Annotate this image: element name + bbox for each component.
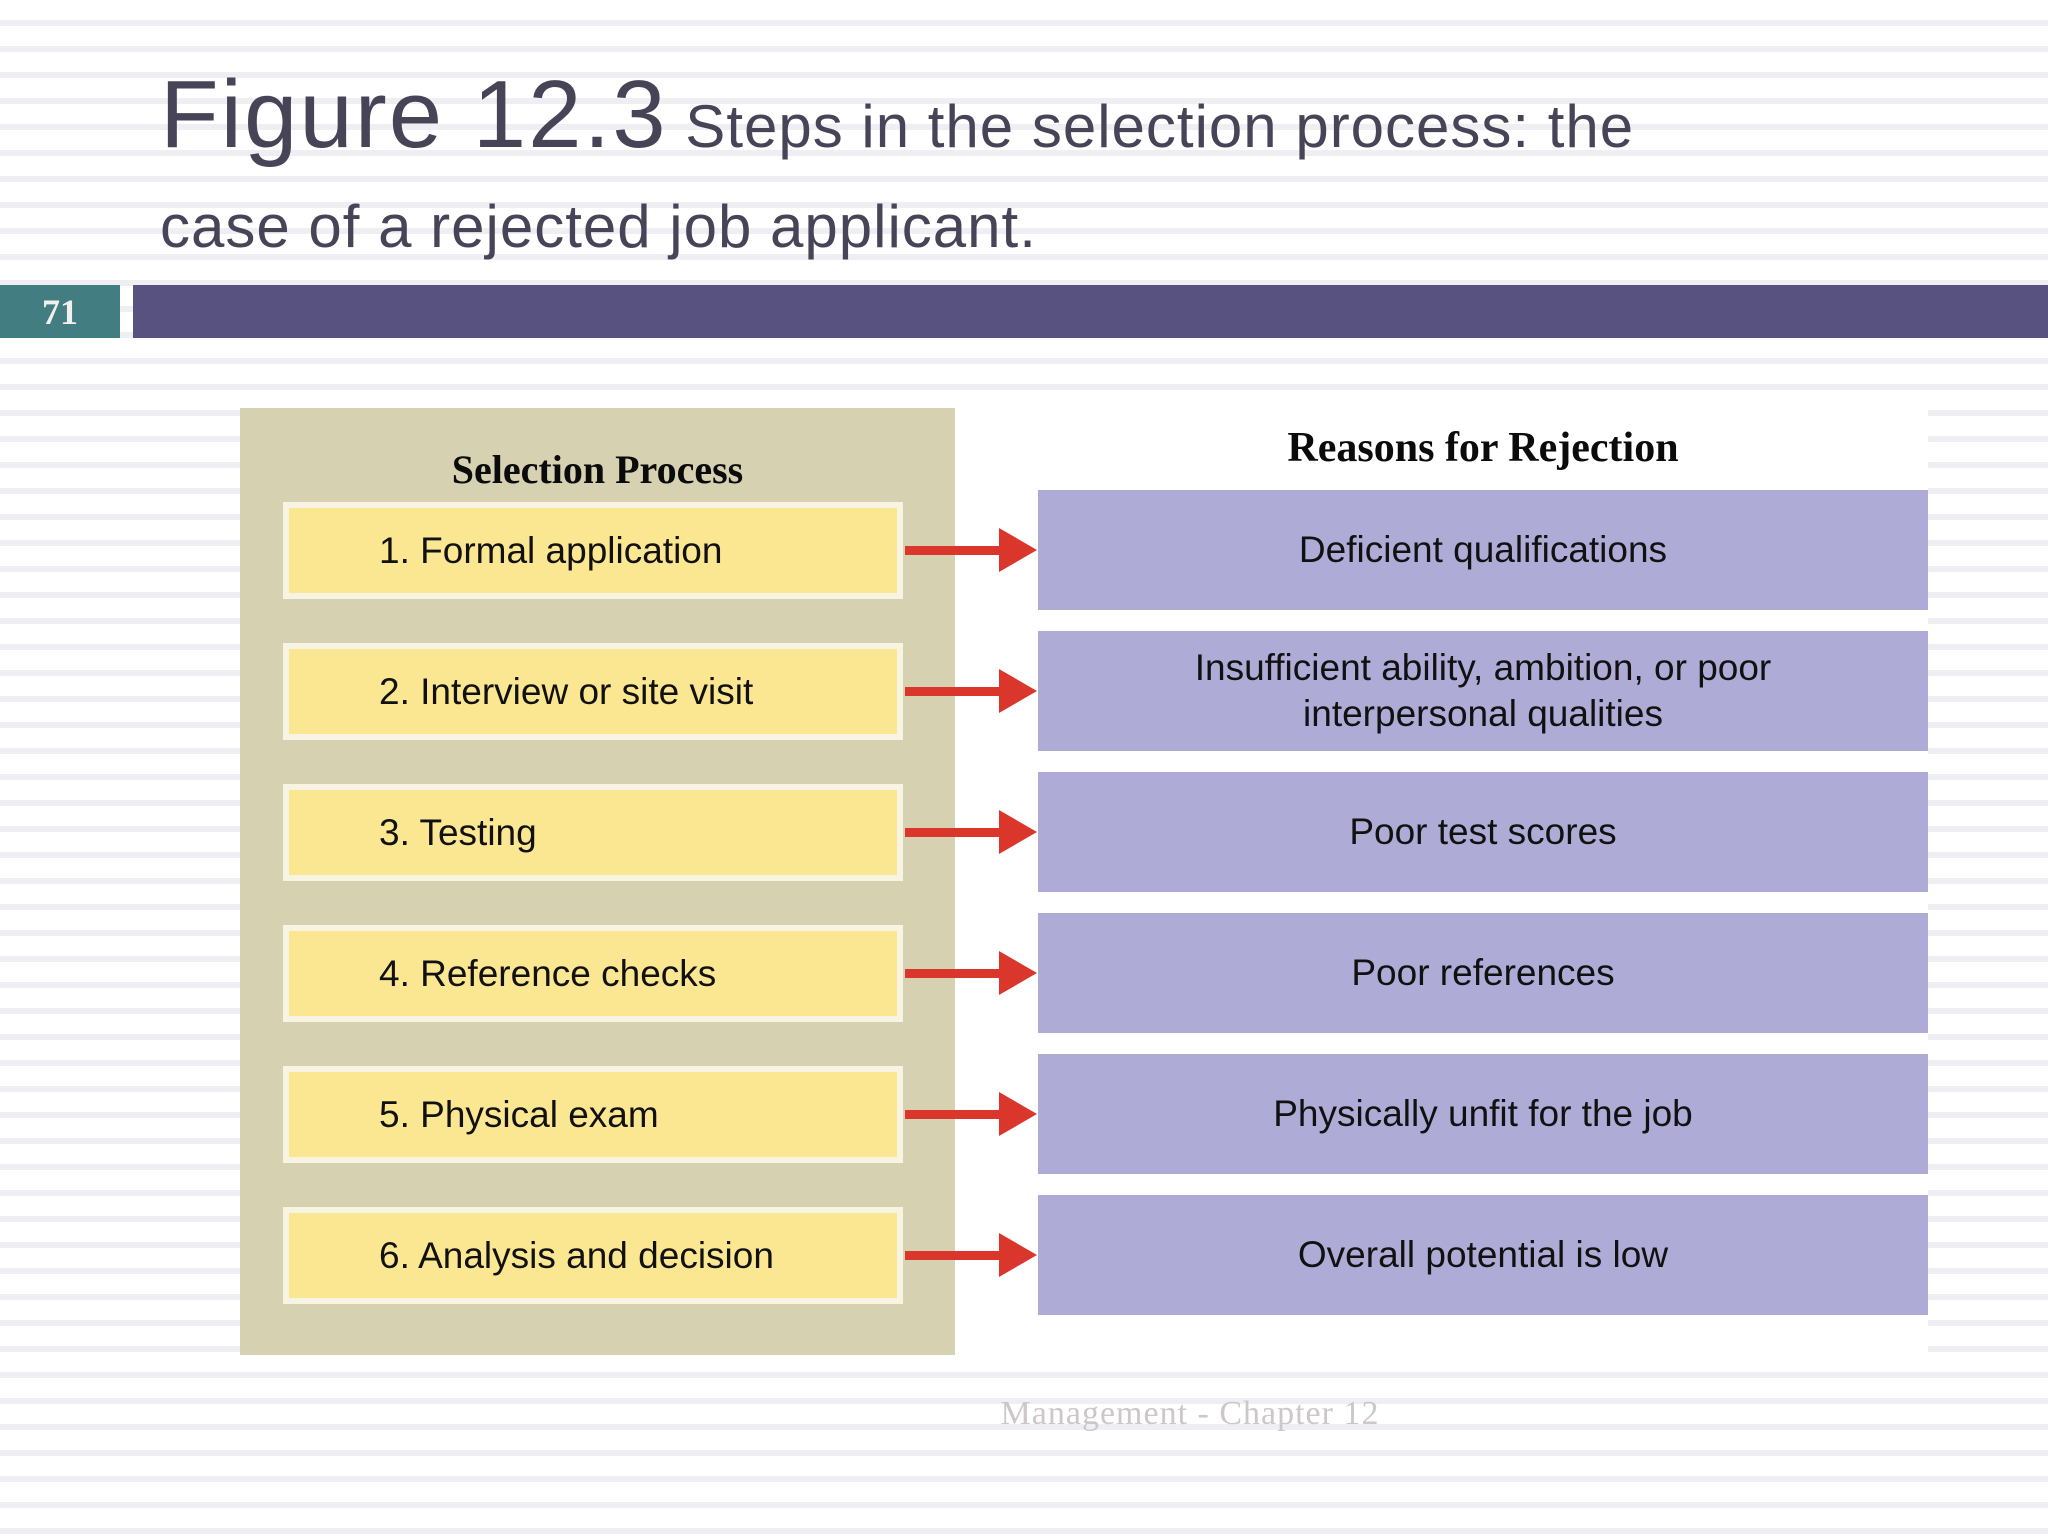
header-bar xyxy=(133,285,2048,338)
reason-label: Poor references xyxy=(1351,951,1615,993)
page-number: 71 xyxy=(42,291,78,332)
reason-label: Physically unfit for the job xyxy=(1273,1092,1693,1134)
step-box: 3. Testing xyxy=(283,784,903,881)
step-label: 2. Interview or site visit xyxy=(379,670,754,712)
arrow-shaft xyxy=(905,1110,1001,1119)
arrow-shaft xyxy=(905,546,1001,555)
arrow-head xyxy=(999,810,1037,854)
reason-label: Overall potential is low xyxy=(1297,1233,1669,1275)
step-box: 4. Reference checks xyxy=(283,925,903,1022)
arrow-head xyxy=(999,951,1037,995)
step-box: 5. Physical exam xyxy=(283,1066,903,1163)
title-line2: case of a rejected job applicant. xyxy=(160,192,1037,260)
flow-arrow-icon xyxy=(905,1092,1037,1136)
slide-title: Figure 12.3 Steps in the selection proce… xyxy=(160,62,1634,260)
flow-arrow-icon xyxy=(905,951,1037,995)
reason-box: Physically unfit for the job xyxy=(1038,1054,1928,1174)
arrow-shaft xyxy=(905,687,1001,696)
figure-number: Figure 12.3 xyxy=(160,61,668,168)
step-box: 6. Analysis and decision xyxy=(283,1207,903,1304)
arrow-shaft xyxy=(905,828,1001,837)
footer-text: Management - Chapter 12 xyxy=(1000,1395,1380,1432)
flow-arrow-icon xyxy=(905,810,1037,854)
title-line1: Figure 12.3 Steps in the selection proce… xyxy=(160,62,1634,168)
reason-label: Deficient qualifications xyxy=(1298,528,1668,570)
arrow-head xyxy=(999,1092,1037,1136)
reason-box: Overall potential is low xyxy=(1038,1195,1928,1315)
reasons-for-rejection-header: Reasons for Rejection xyxy=(1287,425,1679,471)
step-label: 4. Reference checks xyxy=(379,952,717,994)
step-label: 3. Testing xyxy=(379,811,537,853)
arrow-head xyxy=(999,528,1037,572)
reason-box: Poor references xyxy=(1038,913,1928,1033)
arrow-shaft xyxy=(905,969,1001,978)
reason-box: Deficient qualifications xyxy=(1038,490,1928,610)
flow-arrow-icon xyxy=(905,528,1037,572)
reason-label: Poor test scores xyxy=(1349,810,1617,852)
arrow-shaft xyxy=(905,1251,1001,1260)
step-label: 1. Formal application xyxy=(379,529,723,571)
step-label: 6. Analysis and decision xyxy=(379,1234,774,1276)
page-number-badge: 71 xyxy=(0,285,120,338)
reason-label: Insufficient ability, ambition, or poor … xyxy=(1194,646,1772,734)
flow-arrow-icon xyxy=(905,669,1037,713)
arrow-head xyxy=(999,1233,1037,1277)
step-box: 2. Interview or site visit xyxy=(283,643,903,740)
step-label: 5. Physical exam xyxy=(379,1093,659,1135)
flow-arrow-icon xyxy=(905,1233,1037,1277)
arrow-head xyxy=(999,669,1037,713)
selection-process-header: Selection Process xyxy=(451,447,744,492)
reason-box: Poor test scores xyxy=(1038,772,1928,892)
title-rest: Steps in the selection process: the xyxy=(685,93,1635,160)
step-box: 1. Formal application xyxy=(283,502,903,599)
reason-box: Insufficient ability, ambition, or poor … xyxy=(1038,631,1928,751)
